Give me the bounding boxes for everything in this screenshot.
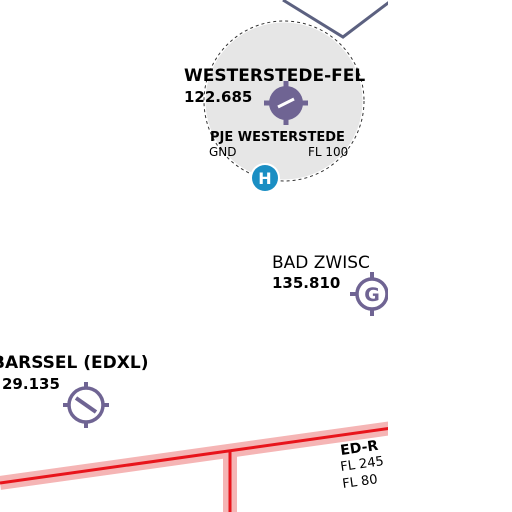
restricted-area-lower-limit: FL 80 xyxy=(341,472,378,492)
airfield-name: BARSSEL (EDXL) xyxy=(0,353,149,373)
parachute-zone-lower-limit: GND xyxy=(209,145,237,159)
runway-strip-icon[interactable] xyxy=(63,382,109,428)
restricted-area-boundary xyxy=(0,421,393,512)
parachute-zone-upper-limit: FL 100 xyxy=(308,145,348,159)
glider-site-icon[interactable]: G xyxy=(350,272,394,316)
heliport-letter: H xyxy=(258,169,271,188)
restricted-area-upper-limit: FL 245 xyxy=(339,454,384,475)
airfield-frequency: 122.685 xyxy=(184,88,252,106)
tile-edge-mask xyxy=(388,0,512,512)
airfield-frequency: 29.135 xyxy=(2,375,60,393)
runway-strip-icon[interactable] xyxy=(264,81,308,125)
airfield-name: BAD ZWISC xyxy=(272,253,370,273)
airfield-frequency: 135.810 xyxy=(272,274,340,292)
restricted-area-label: ED-R xyxy=(339,438,379,459)
airfield-name: WESTERSTEDE-FEL xyxy=(184,66,365,86)
parachute-zone-label: PJE WESTERSTEDE xyxy=(210,130,345,145)
glider-letter: G xyxy=(364,284,380,306)
airspace-boundary-line xyxy=(282,0,393,39)
heliport-icon[interactable]: H xyxy=(250,163,280,193)
